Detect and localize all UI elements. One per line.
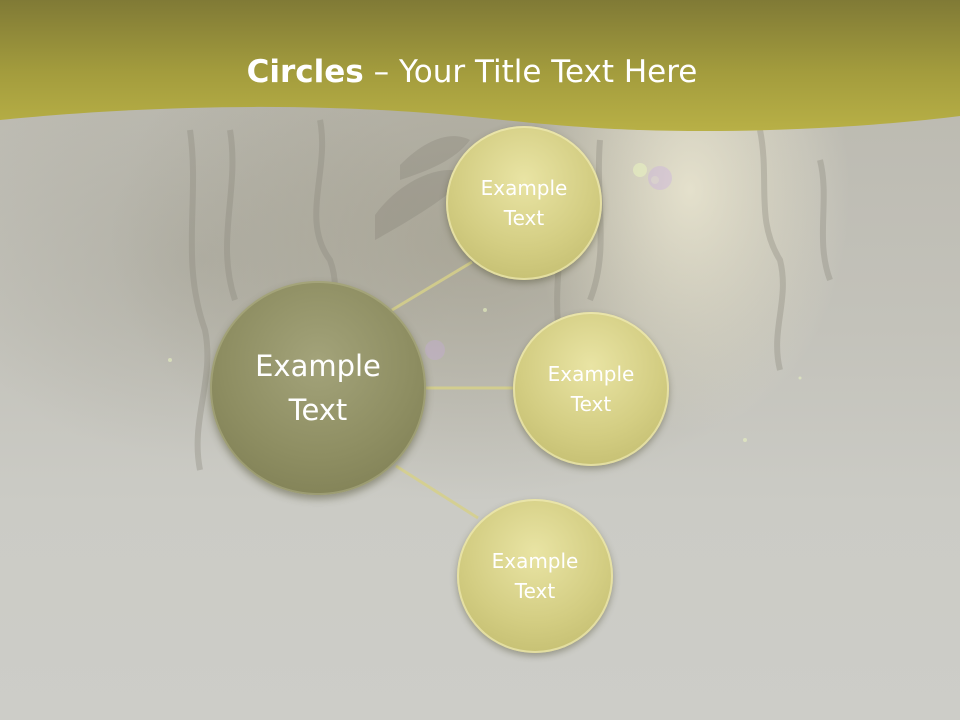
header-band (0, 0, 960, 132)
center-circle[interactable]: Example Text (210, 281, 426, 495)
node-circle-top-label: Example Text (480, 176, 568, 230)
page-title: Circles – Your Title Text Here (0, 54, 944, 90)
connector-bottom (395, 464, 479, 520)
title-rest-part: – Your Title Text Here (363, 54, 698, 90)
connector-top (391, 260, 473, 312)
title-bold-part: Circles (246, 54, 364, 90)
node-circle-bottom[interactable]: Example Text (457, 499, 613, 653)
center-circle-label: Example Text (255, 349, 381, 427)
node-circle-top[interactable]: Example Text (446, 126, 602, 280)
node-circle-bottom-label: Example Text (491, 549, 579, 603)
node-circle-middle[interactable]: Example Text (513, 312, 669, 466)
node-circle-middle-label: Example Text (547, 362, 635, 416)
